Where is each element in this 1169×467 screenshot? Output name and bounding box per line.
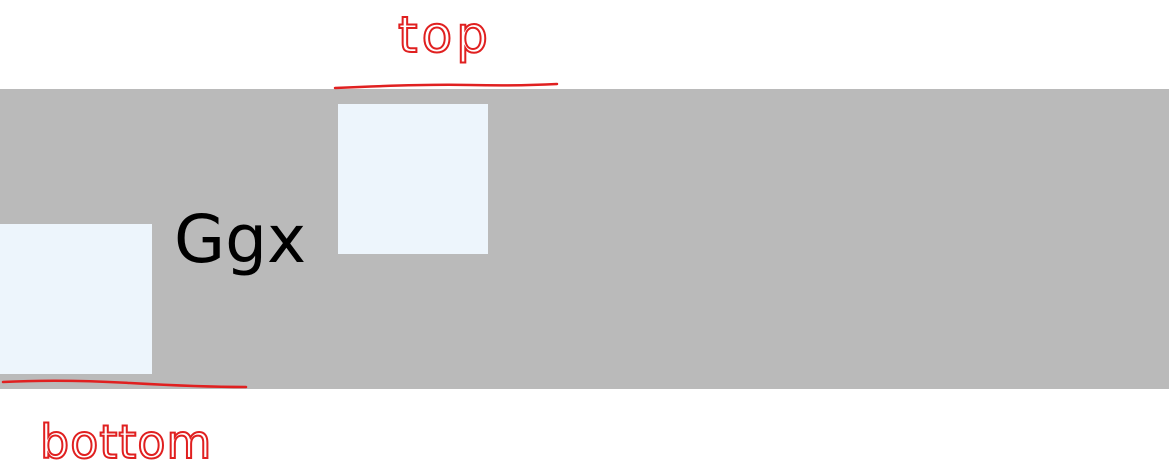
- top-annotation-line: [333, 82, 559, 90]
- top-annotation-label: top: [398, 6, 492, 64]
- gray-container: [0, 89, 1169, 389]
- sample-text: Ggx: [174, 201, 307, 278]
- top-aligned-box: [338, 104, 488, 254]
- bottom-aligned-box: [0, 224, 152, 374]
- bottom-annotation-label: bottom: [40, 415, 212, 467]
